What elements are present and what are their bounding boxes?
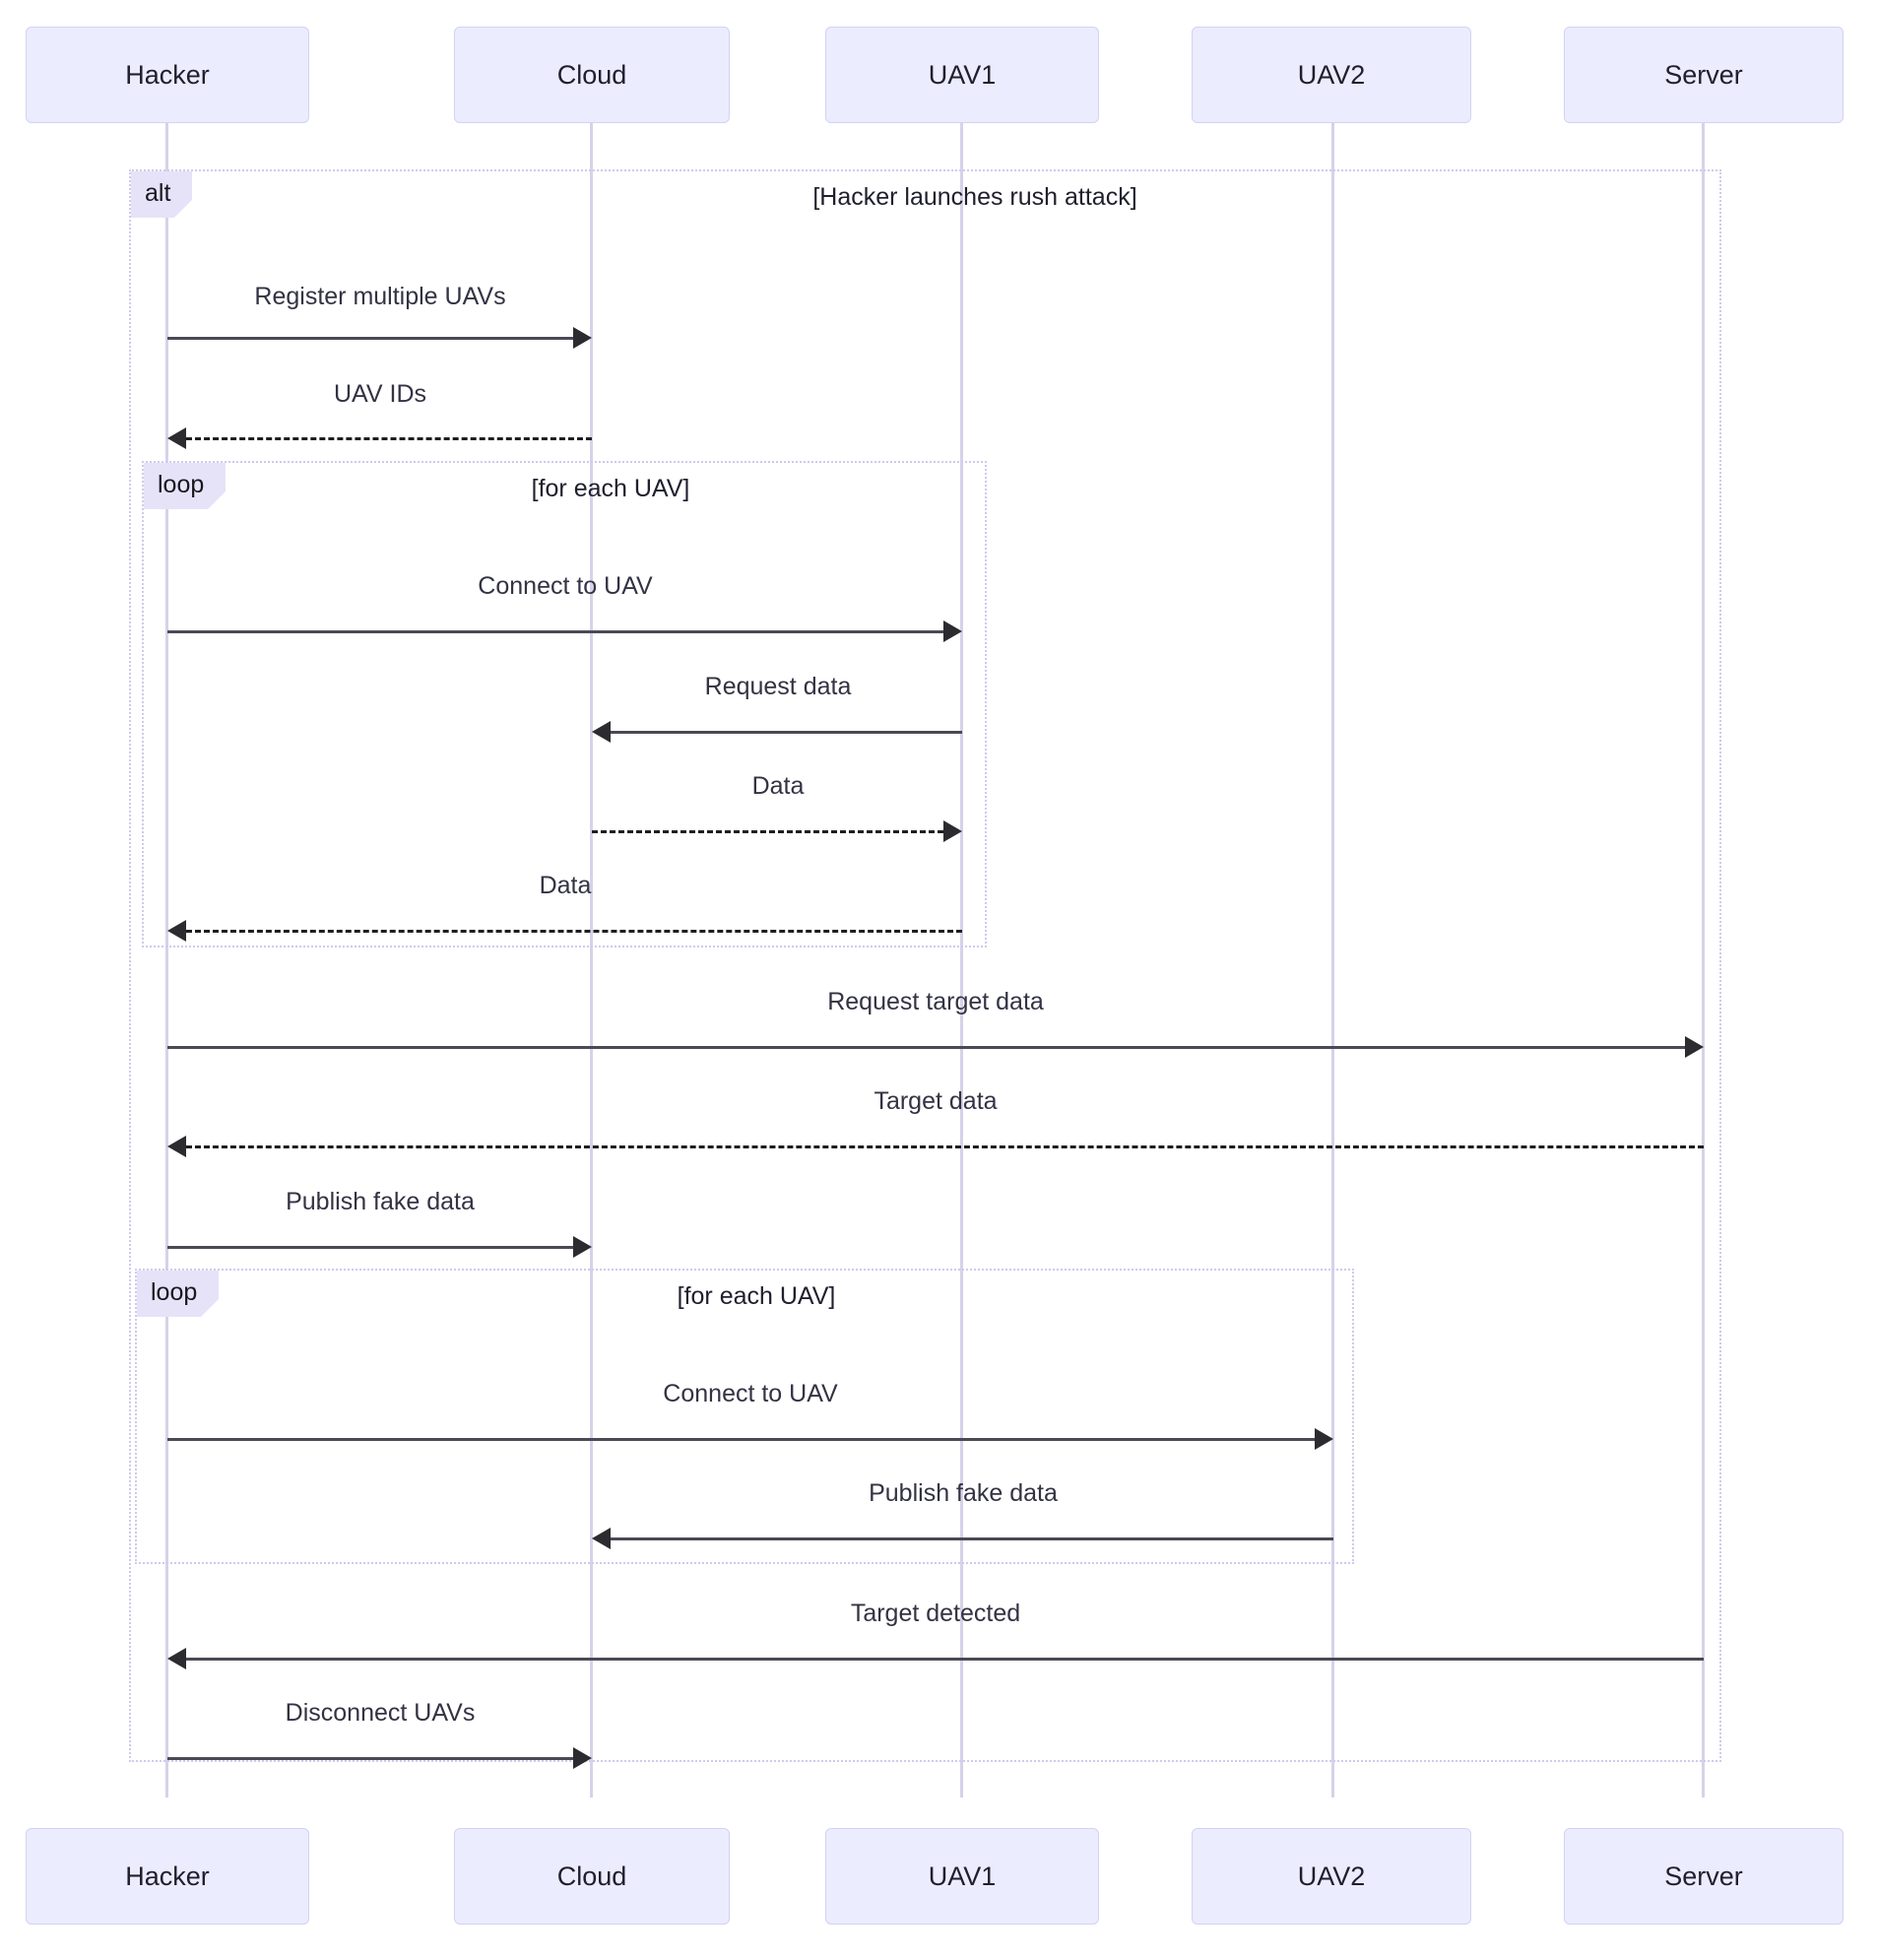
message-line-m7	[167, 1046, 1685, 1049]
fragment-loop2-keyword: loop	[137, 1271, 220, 1317]
message-label-m2: UAV IDs	[334, 380, 426, 408]
participant-label: Server	[1664, 59, 1743, 90]
fragment-loop1-condition: [for each UAV]	[531, 475, 690, 502]
participant-hacker-top[interactable]: Hacker	[26, 27, 309, 123]
message-label-m7: Request target data	[827, 988, 1044, 1015]
message-line-m5	[592, 830, 943, 833]
fragment-loop-uav1	[142, 461, 987, 947]
participant-label: Cloud	[556, 59, 627, 90]
fragment-keyword-text: alt	[145, 179, 171, 207]
fragment-alt-condition: [Hacker launches rush attack]	[812, 183, 1137, 211]
message-arrowhead-m13	[573, 1747, 592, 1769]
message-label-m8: Target data	[874, 1087, 998, 1115]
message-arrowhead-m12	[167, 1648, 186, 1669]
participant-cloud-bottom[interactable]: Cloud	[454, 1828, 730, 1925]
message-line-m3	[167, 630, 943, 633]
participant-label: UAV2	[1297, 1861, 1366, 1891]
fragment-alt-rush-attack	[129, 169, 1721, 1762]
message-label-m5: Data	[751, 772, 805, 800]
message-arrowhead-m11	[592, 1528, 611, 1549]
message-line-m4	[611, 731, 962, 734]
fragment-keyword-text: loop	[158, 471, 205, 498]
message-arrowhead-m5	[943, 820, 962, 842]
lifeline-uav1	[960, 123, 963, 1797]
message-label-m11: Publish fake data	[869, 1479, 1058, 1507]
participant-label: UAV2	[1297, 59, 1366, 90]
message-arrowhead-m1	[573, 327, 592, 349]
participant-server-bottom[interactable]: Server	[1564, 1828, 1844, 1925]
participant-label: Hacker	[125, 59, 210, 90]
fragment-loop2-condition: [for each UAV]	[677, 1282, 836, 1310]
participant-uav1-top[interactable]: UAV1	[825, 27, 1099, 123]
message-line-m10	[167, 1438, 1315, 1441]
message-label-m9: Publish fake data	[286, 1188, 475, 1215]
message-line-m11	[611, 1537, 1333, 1540]
participant-label: Cloud	[556, 1861, 627, 1891]
participant-uav2-top[interactable]: UAV2	[1192, 27, 1471, 123]
message-arrowhead-m8	[167, 1136, 186, 1157]
message-line-m2	[186, 437, 592, 440]
message-label-m3: Connect to UAV	[478, 572, 653, 600]
lifeline-cloud	[590, 123, 593, 1797]
message-arrowhead-m10	[1315, 1428, 1333, 1450]
message-arrowhead-m7	[1685, 1036, 1704, 1058]
participant-label: UAV1	[928, 59, 997, 90]
message-line-m8	[186, 1145, 1704, 1148]
fragment-loop-uav2	[135, 1269, 1354, 1564]
fragment-loop1-keyword: loop	[144, 463, 227, 509]
message-line-m6	[186, 930, 962, 933]
message-arrowhead-m9	[573, 1236, 592, 1258]
participant-label: Hacker	[125, 1861, 210, 1891]
lifeline-hacker	[165, 123, 168, 1797]
fragment-alt-keyword: alt	[131, 171, 193, 218]
message-line-m12	[186, 1658, 1704, 1661]
message-line-m13	[167, 1757, 573, 1760]
message-arrowhead-m3	[943, 621, 962, 642]
message-label-m4: Request data	[704, 673, 852, 700]
participant-cloud-top[interactable]: Cloud	[454, 27, 730, 123]
message-label-m12: Target detected	[850, 1600, 1021, 1627]
message-arrowhead-m4	[592, 721, 611, 743]
participant-server-top[interactable]: Server	[1564, 27, 1844, 123]
participant-uav1-bottom[interactable]: UAV1	[825, 1828, 1099, 1925]
message-label-m6: Data	[539, 872, 592, 899]
participant-label: Server	[1664, 1861, 1743, 1891]
fragment-keyword-text: loop	[151, 1278, 198, 1306]
participant-uav2-bottom[interactable]: UAV2	[1192, 1828, 1471, 1925]
participant-label: UAV1	[928, 1861, 997, 1891]
message-arrowhead-m2	[167, 427, 186, 449]
lifeline-server	[1702, 123, 1705, 1797]
message-label-m13: Disconnect UAVs	[285, 1699, 476, 1727]
message-line-m1	[167, 337, 573, 340]
message-line-m9	[167, 1246, 573, 1249]
message-arrowhead-m6	[167, 920, 186, 942]
message-label-m1: Register multiple UAVs	[254, 283, 506, 310]
participant-hacker-bottom[interactable]: Hacker	[26, 1828, 309, 1925]
lifeline-uav2	[1331, 123, 1334, 1797]
message-label-m10: Connect to UAV	[663, 1380, 838, 1407]
